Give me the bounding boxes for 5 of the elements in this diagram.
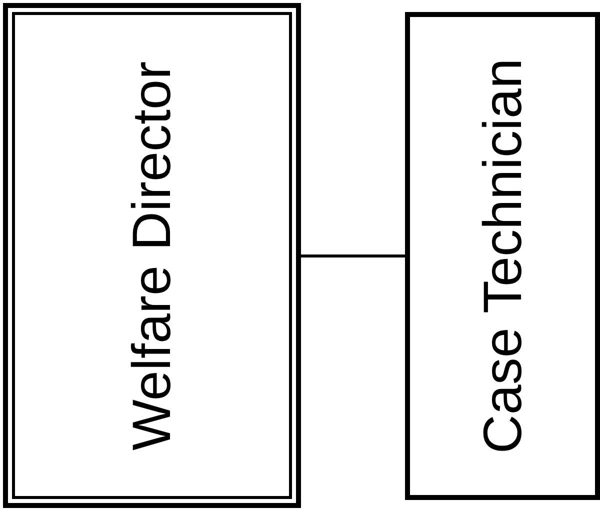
double-bordered-box: [3, 3, 301, 508]
connector-line: [301, 254, 405, 258]
node-label: Case Technician: [472, 58, 534, 454]
process-box: [405, 12, 600, 500]
node-label: Welfare Director: [121, 60, 183, 450]
